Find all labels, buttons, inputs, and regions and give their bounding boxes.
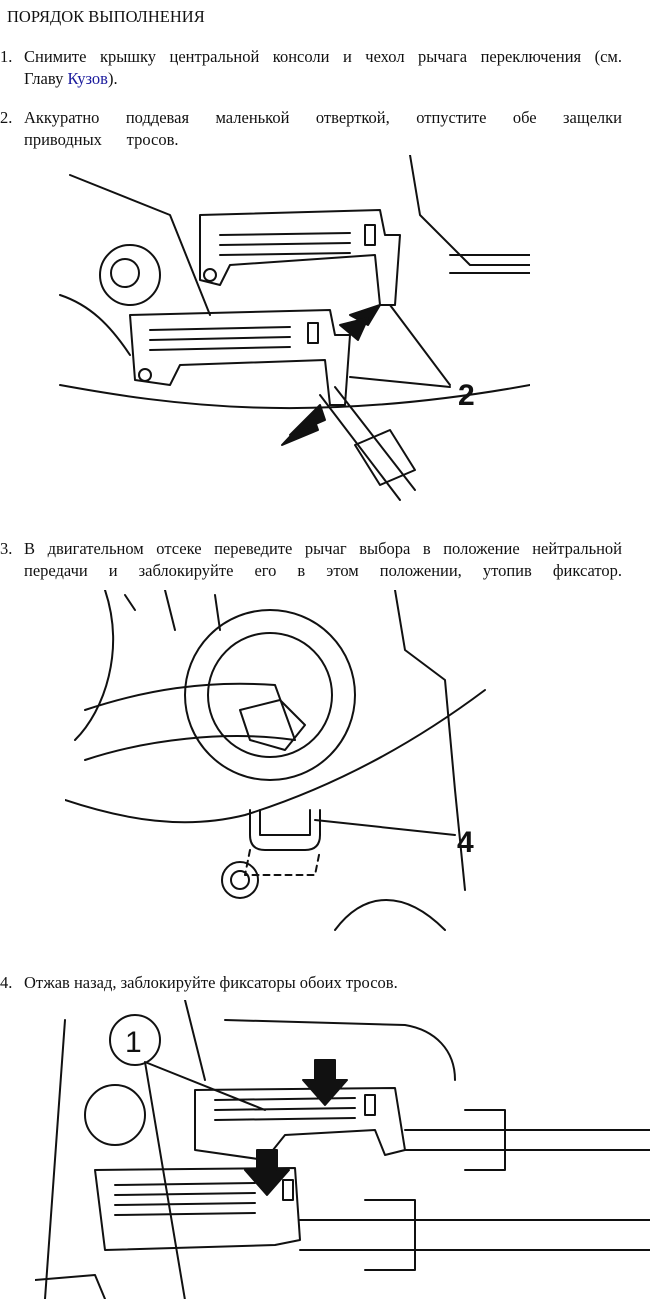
step-text: приводных тросов.: [24, 130, 179, 149]
step-4: 4. Отжав назад, заблокируйте фиксаторы о…: [0, 972, 622, 994]
link-kuzov[interactable]: Кузов: [67, 69, 108, 88]
step-number: 3.: [0, 539, 13, 558]
callout-4: 4: [457, 826, 474, 859]
step-number: 2.: [0, 108, 13, 127]
figure-cable-latches: 2: [59, 155, 530, 501]
callout-1: 1: [125, 1026, 142, 1059]
step-text: Главу: [24, 69, 68, 88]
step-text: Аккуратно поддевая маленькой отверткой, …: [24, 108, 622, 127]
page-title: ПОРЯДОК ВЫПОЛНЕНИЯ: [7, 7, 205, 26]
step-text: В двигательном отсеке переведите рычаг в…: [24, 539, 622, 558]
figure-lock-cable-clips: 1: [35, 1000, 650, 1299]
step-text: ).: [107, 69, 118, 88]
step-2: 2. Аккуратно поддевая маленькой отвертко…: [0, 107, 622, 151]
step-number: 1.: [0, 47, 13, 66]
step-1: 1. Снимите крышку центральной консоли и …: [0, 46, 622, 90]
callout-2: 2: [458, 379, 475, 412]
step-text: передачи и заблокируйте его в этом полож…: [24, 561, 622, 580]
step-3: 3. В двигательном отсеке переведите рыча…: [0, 538, 622, 582]
step-text: Отжав назад, заблокируйте фиксаторы обои…: [24, 973, 398, 992]
step-number: 4.: [0, 973, 13, 992]
step-text: Снимите крышку центральной консоли и чех…: [24, 47, 622, 66]
figure-selector-lever: 4: [65, 590, 486, 931]
